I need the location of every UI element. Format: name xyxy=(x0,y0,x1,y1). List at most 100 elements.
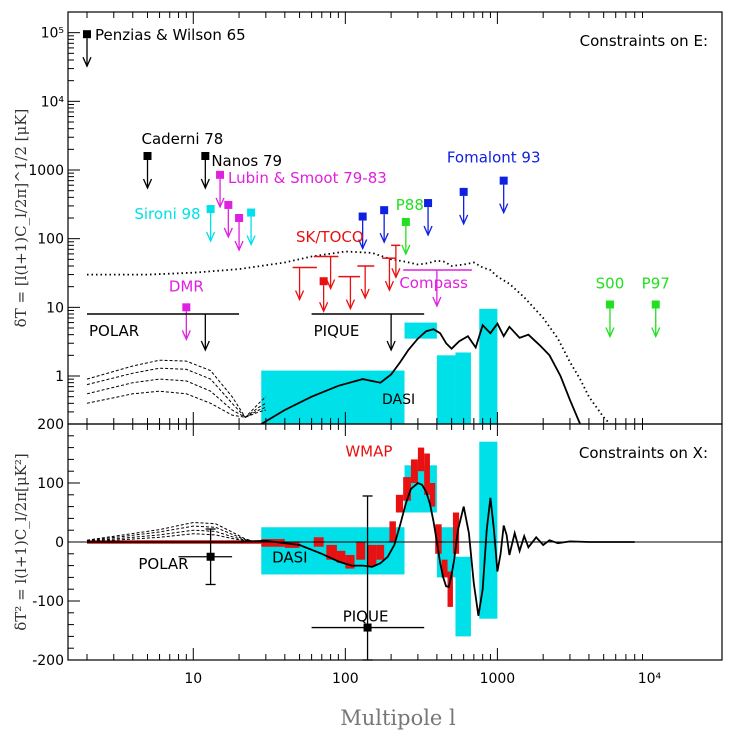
wmap-box-6 xyxy=(345,554,355,569)
bound-label: Caderni 78 xyxy=(142,130,224,148)
curve-dashed-2 xyxy=(86,390,266,418)
wmap-box-9 xyxy=(376,544,385,560)
panel-title: Constraints on E: xyxy=(580,32,708,50)
dasi-band-1 xyxy=(404,322,437,339)
hbar-label: POLAR xyxy=(89,322,139,340)
x-tick-label: 100 xyxy=(332,671,359,687)
curve-solid-0 xyxy=(260,321,581,424)
bound-arrow-5-head xyxy=(234,240,244,252)
dasi-label: DASI xyxy=(382,392,415,408)
wmap-box-13 xyxy=(410,459,418,483)
bound-label: Lubin & Smoot 79-83 xyxy=(228,169,387,187)
toco-point-arrow-0-head xyxy=(319,301,329,313)
bound-label: S00 xyxy=(596,274,625,292)
y-axis-label: δT = [l(l+1)C_l/2π]^1/2 [μK] xyxy=(12,109,30,328)
hbar-label: Compass xyxy=(399,274,468,292)
wmap-box-15 xyxy=(424,453,430,495)
wmap-box-17 xyxy=(435,524,442,554)
toco-arrow-1-head xyxy=(326,279,336,291)
bound-label: P88 xyxy=(396,196,424,214)
curve-dashed-3 xyxy=(86,525,257,543)
y-tick-label: 100 xyxy=(37,232,64,248)
bound-label: DMR xyxy=(169,277,204,295)
wmap-box-20 xyxy=(452,512,460,554)
bound-arrow-9-head xyxy=(499,203,509,215)
y-axis-label: δT² = l(l+1)C_l/2π[μK²] xyxy=(12,453,30,630)
bound-marker-2 xyxy=(201,151,210,160)
bound-arrow-11-head xyxy=(379,232,389,244)
hbar-label: PIQUE xyxy=(314,322,360,340)
bound-marker-0 xyxy=(82,30,91,39)
bound-arrow-14-head xyxy=(401,244,411,256)
dasi-band-4 xyxy=(479,308,498,424)
bound-arrow-15-head xyxy=(605,327,615,339)
y-tick-label: 0 xyxy=(55,535,64,551)
hbar-arrow-1-head xyxy=(386,340,396,352)
bound-marker-11 xyxy=(380,206,389,215)
plot-area xyxy=(86,250,611,424)
toco-label: SK/TOCO xyxy=(296,228,364,246)
plot-area xyxy=(68,441,722,637)
bound-marker-8 xyxy=(182,303,191,312)
wmap-box-5 xyxy=(336,550,346,563)
point-marker-0 xyxy=(206,552,215,561)
y-tick-label: 200 xyxy=(37,417,64,433)
bound-marker-6 xyxy=(206,205,215,214)
y-tick-label: 100 xyxy=(37,476,64,492)
point-label: POLAR xyxy=(138,555,188,573)
bound-arrow-4-head xyxy=(223,227,233,239)
wmap-box-8 xyxy=(367,544,377,566)
point-marker-1 xyxy=(363,623,372,632)
toco-point-0 xyxy=(319,277,328,286)
toco-arrow-3-head xyxy=(360,288,370,300)
wmap-box-12 xyxy=(403,477,411,501)
panel-label: DASI xyxy=(272,549,308,567)
bound-marker-16 xyxy=(651,300,660,309)
toco-arrow-4-head xyxy=(384,280,395,292)
y-tick-label: -200 xyxy=(32,653,64,669)
curve-dashed-4 xyxy=(86,367,267,418)
bound-arrow-16-head xyxy=(651,327,661,339)
bound-arrow-12-head xyxy=(423,225,433,237)
toco-arrow-5-head xyxy=(391,268,401,279)
bound-marker-9 xyxy=(499,176,508,185)
x-tick-label: 10⁴ xyxy=(638,671,662,687)
bound-arrow-3-head xyxy=(215,197,225,209)
y-tick-label: 10 xyxy=(46,300,64,316)
bound-label: Penzias & Wilson 65 xyxy=(95,26,246,44)
curve-dashed-1 xyxy=(86,533,257,543)
y-tick-label: -100 xyxy=(32,594,64,610)
bound-label: P97 xyxy=(642,274,670,292)
panel-label: WMAP xyxy=(345,442,392,460)
toco-arrow-0-head xyxy=(294,290,305,302)
bound-arrow-13-head xyxy=(459,214,469,226)
bound-marker-10 xyxy=(358,212,367,221)
bound-arrow-2-head xyxy=(200,178,210,190)
bound-label: Sironi 98 xyxy=(134,205,200,223)
wmap-box-4 xyxy=(326,544,337,560)
bound-marker-13 xyxy=(459,187,468,196)
bound-arrow-10-head xyxy=(358,239,368,251)
x-tick-label: 10 xyxy=(184,671,202,687)
dasi-band-3 xyxy=(455,556,471,637)
bound-marker-12 xyxy=(424,199,433,208)
bound-marker-1 xyxy=(143,151,152,160)
bound-arrow-6-head xyxy=(206,231,216,243)
point-label: PIQUE xyxy=(343,608,389,626)
y-tick-label: 1 xyxy=(55,369,64,385)
curve-dashed-5 xyxy=(86,359,267,419)
curve-dashed-3 xyxy=(86,378,266,418)
curve-solid-0 xyxy=(87,481,635,616)
bound-marker-15 xyxy=(605,300,614,309)
wmap-box-10 xyxy=(389,521,396,542)
panel-title: Constraints on X: xyxy=(579,444,708,462)
bound-marker-7 xyxy=(247,208,256,217)
bound-arrow-8-head xyxy=(181,330,191,341)
bound-arrow-1-head xyxy=(142,178,153,190)
dasi-band-3 xyxy=(455,352,471,424)
wmap-box-18 xyxy=(441,559,448,578)
bound-label: Fomalont 93 xyxy=(447,149,541,167)
bound-arrow-7-head xyxy=(246,235,256,247)
bound-marker-5 xyxy=(235,214,244,222)
